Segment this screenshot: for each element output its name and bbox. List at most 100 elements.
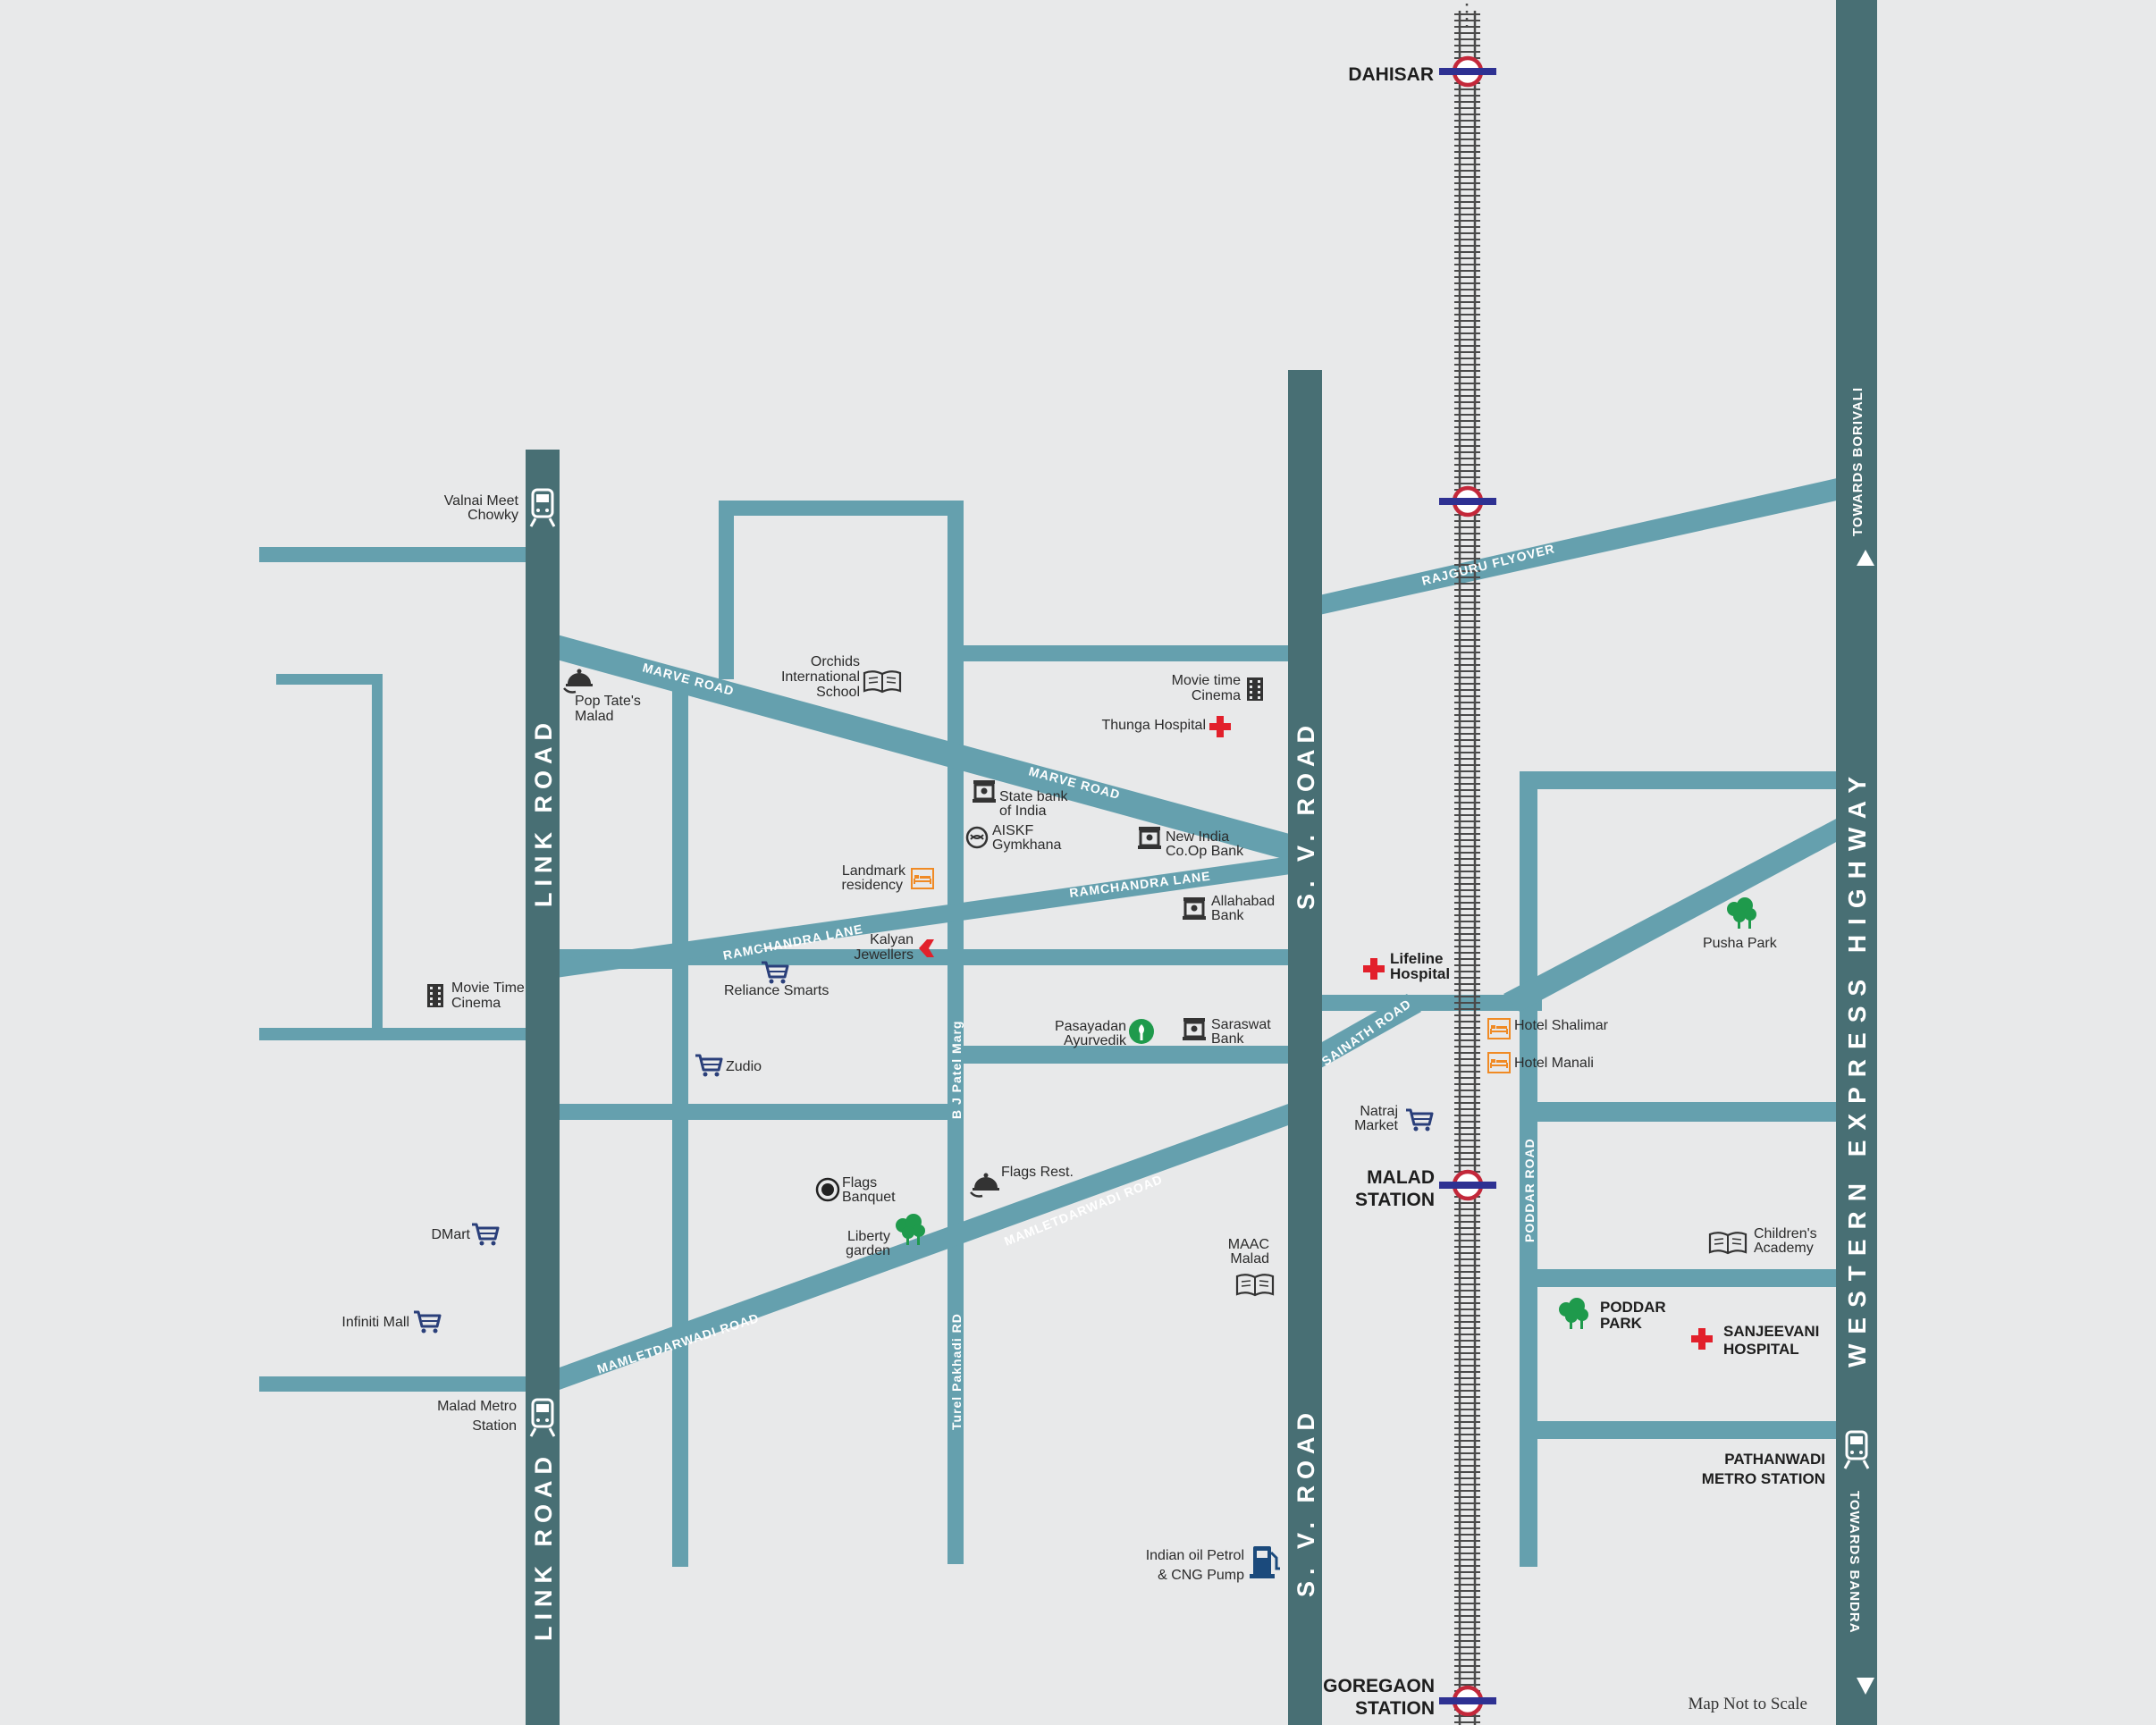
road-label-sv-road-bottom: S. V. ROAD [1293, 1407, 1319, 1597]
poi-orchids-2: International [781, 669, 860, 685]
film-icon[interactable] [1247, 677, 1263, 701]
poi-aiskf: AISKF [992, 823, 1033, 838]
poi-state-bank: State bank [999, 789, 1069, 804]
poi-pop-tates-2: Malad [575, 709, 614, 724]
railway-station-icon[interactable] [1439, 1687, 1496, 1714]
bank-icon[interactable] [1136, 825, 1163, 851]
shopping-cart-icon[interactable] [470, 1223, 500, 1247]
poi-movie-time-cinema-left-2: Cinema [451, 996, 501, 1011]
station-label-malad: MALAD [1367, 1167, 1435, 1188]
poi-pathanwadi-metro-station: PATHANWADI [1724, 1451, 1825, 1468]
poi-saraswat-bank-2: Bank [1211, 1031, 1244, 1047]
poi-allahabad-bank: Allahabad [1211, 894, 1275, 909]
map-scale-note: Map Not to Scale [1688, 1695, 1807, 1713]
shopping-cart-icon[interactable] [694, 1054, 723, 1078]
road-label-towards-bandra: TOWARDS BANDRA [1847, 1491, 1862, 1634]
poi-lifeline-hospital-2: Hospital [1390, 965, 1450, 982]
poi-liberty-garden: Liberty [847, 1229, 890, 1244]
poi-pop-tates: Pop Tate's [575, 694, 641, 709]
road-label-link-road-top: LINK ROAD [530, 717, 557, 907]
book-icon[interactable] [1708, 1232, 1748, 1255]
poi-movie-time-cinema-2: Cinema [1192, 688, 1241, 703]
poi-valnai-meet-chowky: Valnai Meet [444, 493, 519, 509]
fuel-pump-icon[interactable] [1250, 1546, 1280, 1578]
poi-movie-time-cinema: Movie time [1172, 673, 1241, 688]
restaurant-icon[interactable] [562, 668, 594, 694]
banquet-icon[interactable] [815, 1177, 840, 1202]
poi-zudio: Zudio [726, 1059, 762, 1074]
poi-indian-oil: Indian oil Petrol [1146, 1548, 1244, 1563]
poi-hotel-manali: Hotel Manali [1514, 1056, 1594, 1071]
poi-new-india-bank: New India [1166, 829, 1229, 845]
poi-flags-rest: Flags Rest. [1001, 1165, 1074, 1180]
road-label-turel-pakhadi-rd: Turel Pakhadi RD [949, 1313, 964, 1430]
railway-station-icon[interactable] [1439, 1172, 1496, 1199]
poi-orchids: Orchids [811, 654, 860, 669]
hospital-cross-icon[interactable] [1363, 958, 1385, 980]
poi-natraj-market-2: Market [1354, 1118, 1398, 1133]
poi-flags-banquet-2: Banquet [842, 1190, 896, 1205]
railway-station-icon[interactable] [1439, 488, 1496, 515]
poi-kalyan-jewellers-2: Jewellers [854, 947, 914, 963]
bank-icon[interactable] [1181, 1016, 1208, 1042]
poi-childrens-academy-2: Academy [1754, 1241, 1814, 1256]
shopping-cart-icon[interactable] [760, 961, 789, 985]
bank-icon[interactable] [1181, 896, 1208, 921]
station-label-goregaon: GOREGAON [1323, 1676, 1435, 1696]
road-label-link-road-bottom: LINK ROAD [530, 1451, 557, 1641]
tree-icon[interactable] [1559, 1298, 1588, 1329]
book-icon[interactable] [1235, 1274, 1275, 1297]
poi-pathanwadi-metro-station-2: METRO STATION [1702, 1470, 1825, 1487]
arrow-up-icon [1857, 550, 1874, 566]
arrow-down-icon [1857, 1678, 1874, 1695]
poi-landmark-residency-2: residency [842, 878, 903, 893]
road-label-western-express-highway: WESTERN EXPRESS HIGHWAY [1843, 767, 1871, 1367]
poi-orchids-3: School [816, 685, 860, 700]
road-label-towards-borivali: TOWARDS BORIVALI [1850, 387, 1865, 536]
hospital-cross-icon[interactable] [1691, 1328, 1713, 1350]
poi-new-india-bank-2: Co.Op Bank [1166, 844, 1244, 859]
diamond-icon[interactable] [919, 939, 934, 957]
railway-station-icon[interactable] [1439, 58, 1496, 85]
poi-movie-time-cinema-left: Movie Time [451, 980, 525, 996]
bank-icon[interactable] [971, 778, 998, 804]
film-icon[interactable] [427, 984, 443, 1007]
poi-poddar-park: PODDAR [1600, 1299, 1666, 1316]
poi-maac-malad: MAAC [1228, 1237, 1269, 1252]
gymkhana-icon[interactable] [965, 826, 989, 849]
poi-lifeline-hospital: Lifeline [1390, 950, 1444, 967]
poi-infiniti-mall: Infiniti Mall [341, 1315, 409, 1330]
poi-poddar-park-2: PARK [1600, 1315, 1643, 1332]
tree-icon[interactable] [1727, 897, 1756, 929]
road-label-poddar-road: PODDAR ROAD [1522, 1138, 1537, 1242]
railway-sleepers [1454, 13, 1480, 1723]
poi-landmark-residency: Landmark [842, 863, 906, 879]
hospital-cross-icon[interactable] [1209, 716, 1231, 737]
ayurvedic-icon[interactable] [1129, 1019, 1154, 1044]
shopping-cart-icon[interactable] [412, 1310, 442, 1334]
poi-indian-oil-2: & CNG Pump [1158, 1568, 1244, 1583]
restaurant-icon[interactable] [969, 1172, 1001, 1198]
station-label-malad-2: STATION [1355, 1190, 1435, 1210]
road-label-bj-patel-marg: B J Patel Marg [949, 1021, 964, 1119]
poi-sanjeevani-hospital-2: HOSPITAL [1723, 1341, 1799, 1358]
poi-malad-metro-station: Malad Metro [437, 1399, 517, 1414]
poi-saraswat-bank: Saraswat [1211, 1017, 1271, 1032]
poi-childrens-academy: Children's [1754, 1226, 1817, 1241]
hotel-bed-icon[interactable] [1487, 1018, 1511, 1039]
poi-sanjeevani-hospital: SANJEEVANI [1723, 1323, 1819, 1340]
poi-state-bank-2: of India [999, 804, 1047, 819]
book-icon[interactable] [863, 670, 902, 694]
station-label-dahisar: DAHISAR [1348, 64, 1434, 85]
hotel-bed-icon[interactable] [911, 868, 934, 889]
shopping-cart-icon[interactable] [1404, 1108, 1434, 1132]
poi-pasayadan-2: Ayurvedik [1064, 1033, 1127, 1048]
link-road [526, 450, 560, 1725]
station-label-goregaon-2: STATION [1355, 1698, 1435, 1719]
hotel-bed-icon[interactable] [1487, 1052, 1511, 1073]
poi-dmart: DMart [431, 1227, 470, 1242]
poi-pasayadan: Pasayadan [1055, 1019, 1126, 1034]
poi-pusha-park: Pusha Park [1703, 936, 1778, 951]
poi-malad-metro-station-2: Station [472, 1418, 517, 1434]
